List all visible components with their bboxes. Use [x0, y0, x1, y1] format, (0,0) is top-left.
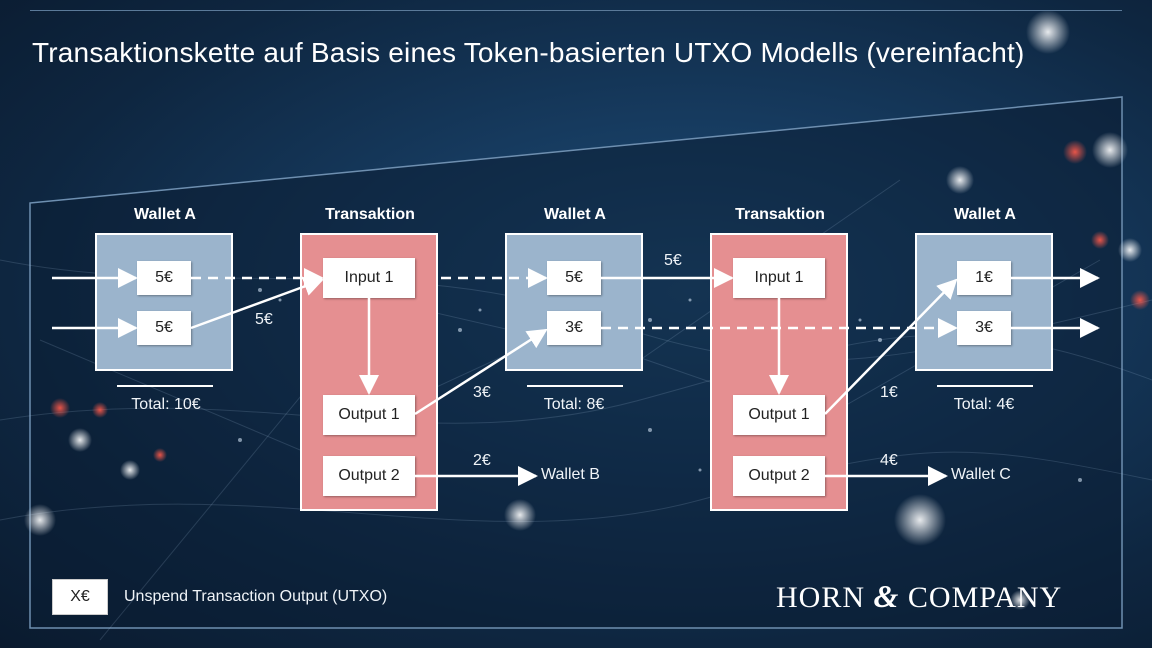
t2-output1-to-w3 — [824, 278, 958, 415]
legend-utxo-text: Unspend Transaction Output (UTXO) — [124, 588, 388, 605]
wallet-1-total-rule — [117, 385, 213, 387]
wallet-3-utxo-1: 1€ — [957, 261, 1011, 295]
transaction-2-output-1: Output 1 — [733, 395, 825, 435]
transaction-1-output-2: Output 2 — [323, 456, 415, 496]
header-transaction-2: Transaktion — [735, 206, 825, 223]
wallet-2-utxo-1: 5€ — [547, 261, 601, 295]
destination-wallet-c: Wallet C — [951, 466, 1011, 483]
label-t2-out2: 4€ — [880, 452, 898, 469]
header-wallet-2: Wallet A — [544, 206, 606, 223]
label-t2-out1: 1€ — [880, 384, 898, 401]
wallet-1-utxo-1: 5€ — [137, 261, 191, 295]
wallet-1-utxo-2: 5€ — [137, 311, 191, 345]
wallet-1-total: Total: 10€ — [131, 396, 201, 413]
label-w2-to-t2: 5€ — [664, 252, 682, 269]
header-transaction-1: Transaktion — [325, 206, 415, 223]
transaction-2-input: Input 1 — [733, 258, 825, 298]
legend-utxo-sample: X€ — [52, 579, 108, 615]
transaction-2-output-2: Output 2 — [733, 456, 825, 496]
title-rule — [30, 10, 1122, 11]
wallet-3-utxo-2: 3€ — [957, 311, 1011, 345]
wallet-3-total: Total: 4€ — [953, 396, 1015, 413]
w1-utxo2-to-t1-arrow — [190, 276, 324, 330]
wallet-2-total: Total: 8€ — [543, 396, 605, 413]
wallet-3-box — [915, 233, 1053, 371]
header-wallet-1: Wallet A — [134, 206, 196, 223]
wallet-2-utxo-2: 3€ — [547, 311, 601, 345]
logo-ampersand: & — [873, 578, 900, 614]
label-w1-to-t1: 5€ — [255, 311, 273, 328]
t1-output1-to-w2 — [414, 328, 548, 416]
horn-company-logo: HORN & COMPANY — [776, 578, 1062, 615]
header-wallet-3: Wallet A — [954, 206, 1016, 223]
logo-right: COMPANY — [907, 581, 1063, 614]
transaction-1-output-1: Output 1 — [323, 395, 415, 435]
wallet-3-total-rule — [937, 385, 1033, 387]
wallet-2-total-rule — [527, 385, 623, 387]
label-t1-out2: 2€ — [473, 452, 491, 469]
transaction-1-input: Input 1 — [323, 258, 415, 298]
wallet-1-box — [95, 233, 233, 371]
destination-wallet-b: Wallet B — [541, 466, 600, 483]
logo-left: HORN — [776, 581, 866, 614]
label-t1-out1: 3€ — [473, 384, 491, 401]
page-title: Transaktionskette auf Basis eines Token-… — [32, 36, 1025, 68]
